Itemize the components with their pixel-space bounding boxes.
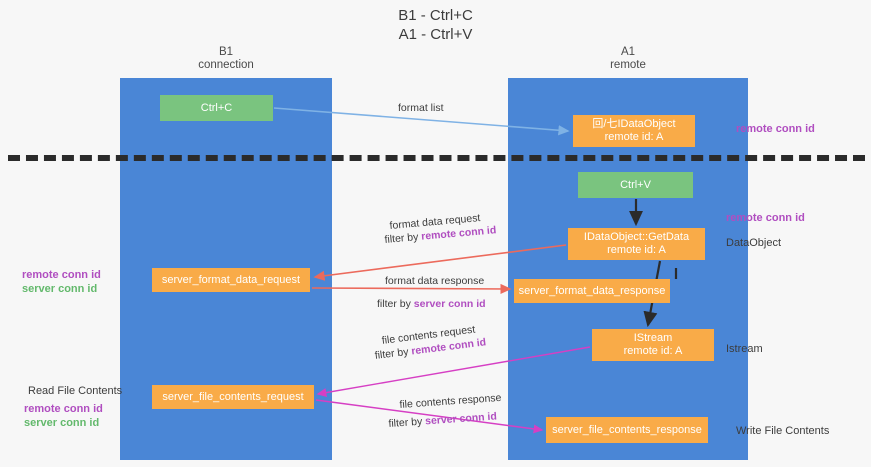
- node-server-file-contents-response[interactable]: server_file_contents_response: [546, 417, 708, 443]
- node-server-file-contents-request[interactable]: server_file_contents_request: [152, 385, 314, 409]
- node-ctrl-v[interactable]: Ctrl+V: [578, 172, 693, 198]
- lane-header-a1: A1 remote: [508, 46, 748, 72]
- lane-header-b1-sub: connection: [198, 59, 254, 71]
- node-getdata-line1: IDataObject::GetData: [583, 231, 690, 243]
- side-label-left-conn-ids-bottom: remote conn id server conn id: [24, 402, 103, 430]
- phase-divider: [8, 155, 865, 161]
- node-istream[interactable]: IStream remote id: A: [592, 329, 714, 361]
- diagram-title-line2: A1 - Ctrl+V: [398, 26, 473, 43]
- side-label-left-remote-conn-id-2: remote conn id: [24, 403, 103, 415]
- side-label-istream: Istream: [726, 343, 763, 355]
- node-ctrl-v-label: Ctrl+V: [620, 178, 651, 191]
- node-idataobject-line2: remote id: A: [604, 131, 664, 143]
- filter-key-server-conn-id: server conn id: [413, 298, 486, 310]
- lane-header-b1: B1 connection: [120, 46, 332, 72]
- node-idataobject-line1: 回/七IDataObject: [592, 118, 676, 130]
- node-getdata-line2: remote id: A: [607, 244, 666, 256]
- node-server-file-contents-request-label: server_file_contents_request: [162, 390, 304, 403]
- side-label-remote-conn-id-mid: remote conn id: [726, 212, 805, 224]
- node-server-format-data-request-label: server_format_data_request: [161, 273, 301, 286]
- edge-label-format-data-response: format data response: [385, 275, 485, 287]
- edge-label-format-data-response-filter: filter by server conn id: [377, 297, 486, 311]
- node-istream-line2: remote id: A: [623, 345, 683, 357]
- node-idataobject-getdata[interactable]: IDataObject::GetData remote id: A: [568, 228, 705, 260]
- node-server-format-data-response[interactable]: server_format_data_response: [514, 279, 670, 303]
- side-label-write-file-contents: Write File Contents: [736, 425, 830, 437]
- lane-header-b1-name: B1: [218, 46, 234, 58]
- lane-header-a1-name: A1: [620, 46, 636, 58]
- side-label-left-server-conn-id-2: server conn id: [24, 417, 100, 429]
- side-label-left-conn-ids-top: remote conn id server conn id: [22, 268, 101, 296]
- side-label-read-file-contents: Read File Contents: [28, 385, 123, 397]
- edge-file-contents-request: [316, 346, 591, 397]
- edge-label-format-list: format list: [398, 102, 444, 114]
- filter-prefix: filter by: [388, 415, 426, 430]
- node-idataobject[interactable]: 回/七IDataObject remote id: A: [573, 115, 695, 147]
- side-label-left-server-conn-id: server conn id: [22, 283, 98, 295]
- lane-header-a1-sub: remote: [610, 59, 646, 71]
- edge-format-data-response: [311, 283, 512, 295]
- node-idataobject-text: 回/七IDataObject remote id: A: [592, 118, 675, 144]
- edge-format-data-request: [313, 244, 567, 281]
- node-server-format-data-response-label: server_format_data_response: [518, 284, 666, 297]
- side-label-left-remote-conn-id: remote conn id: [22, 269, 101, 281]
- node-ctrl-c-label: Ctrl+C: [200, 101, 233, 114]
- node-server-format-data-request[interactable]: server_format_data_request: [152, 268, 310, 292]
- node-server-file-contents-response-label: server_file_contents_response: [552, 423, 702, 436]
- node-getdata-text: IDataObject::GetData remote id: A: [584, 231, 689, 257]
- node-istream-text: IStream remote id: A: [624, 332, 683, 358]
- filter-prefix: filter by: [377, 298, 414, 310]
- diagram-title-line1: B1 - Ctrl+C: [398, 7, 473, 24]
- diagram-title: B1 - Ctrl+C A1 - Ctrl+V: [0, 6, 871, 44]
- side-label-dataobject: DataObject: [726, 237, 782, 249]
- node-ctrl-c[interactable]: Ctrl+C: [160, 95, 273, 121]
- edge-format-list: [273, 107, 570, 136]
- side-label-remote-conn-id-top: remote conn id: [736, 123, 815, 135]
- edge-file-contents-response: [315, 399, 544, 434]
- filter-prefix: filter by: [384, 230, 422, 246]
- node-istream-line1: IStream: [633, 332, 673, 344]
